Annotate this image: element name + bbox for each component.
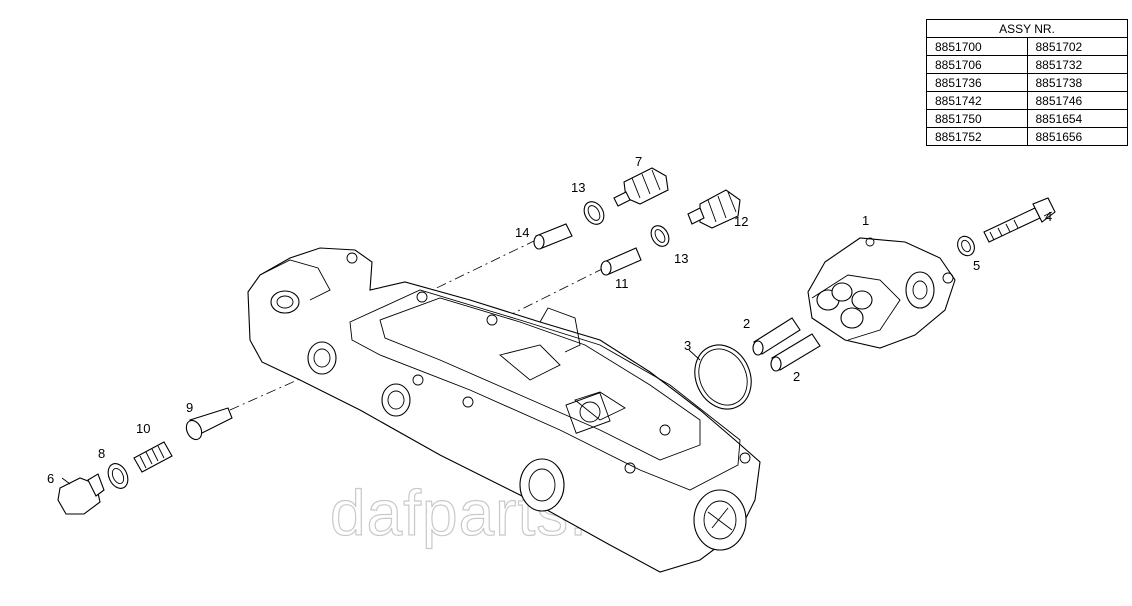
assy-number: 8851700 [926, 37, 1028, 56]
callout-14: 14 [515, 225, 529, 240]
assy-number: 8851656 [1026, 127, 1128, 146]
callout-labels: 1 2 2 3 4 5 6 7 8 9 10 11 12 13 13 14 [47, 154, 1052, 486]
assy-number: 8851738 [1026, 73, 1128, 92]
assy-number: 8851742 [926, 91, 1028, 110]
part-9-piston [185, 407, 233, 441]
callout-5: 5 [973, 258, 980, 273]
assy-number: 8851736 [926, 73, 1028, 92]
callout-6: 6 [47, 471, 54, 486]
callout-10: 10 [136, 421, 150, 436]
part-6-plug [57, 473, 105, 515]
callout-1: 1 [862, 213, 869, 228]
callout-11: 11 [615, 276, 629, 291]
callout-2a: 2 [743, 316, 750, 331]
part-13-ring-lower [650, 225, 670, 247]
assembly-number-table: ASSY NR. 8851700 8851702 8851706 8851732… [926, 19, 1128, 146]
callout-2b: 2 [793, 369, 800, 384]
table-row: 8851750 8851654 [926, 109, 1128, 128]
assy-table-header: ASSY NR. [926, 19, 1128, 38]
assy-number: 8851654 [1026, 109, 1128, 128]
part-8-ring [107, 463, 129, 489]
assy-number: 8851702 [1026, 37, 1128, 56]
assy-number: 8851750 [926, 109, 1028, 128]
part-7-valve [613, 167, 669, 207]
callout-7: 7 [635, 154, 642, 169]
part-11-pin [600, 247, 642, 276]
table-row: 8851706 8851732 [926, 55, 1128, 74]
table-row: 8851736 8851738 [926, 73, 1128, 92]
part-1-cover-block [807, 237, 956, 349]
valve-housing [247, 247, 761, 573]
assy-number: 8851752 [926, 127, 1028, 146]
assy-number: 8851746 [1026, 91, 1128, 110]
leader-lines [61, 211, 1053, 485]
part-14-pin [533, 223, 573, 250]
callout-13a: 13 [571, 180, 585, 195]
callout-8: 8 [98, 446, 105, 461]
part-5-washer [957, 235, 975, 257]
callout-4: 4 [1045, 209, 1052, 224]
part-13-ring-upper [583, 201, 605, 225]
part-10-spring [133, 441, 173, 473]
callout-3: 3 [684, 338, 691, 353]
callout-13b: 13 [674, 251, 688, 266]
part-3-o-ring [694, 344, 752, 410]
part-12-valve [687, 189, 741, 229]
callout-12: 12 [734, 214, 748, 229]
part-4-bolt [983, 197, 1056, 243]
assy-number: 8851732 [1026, 55, 1128, 74]
part-2-pins [752, 317, 821, 372]
assy-table-header-row: ASSY NR. [926, 19, 1128, 38]
table-row: 8851700 8851702 [926, 37, 1128, 56]
table-row: 8851752 8851656 [926, 127, 1128, 146]
table-row: 8851742 8851746 [926, 91, 1128, 110]
callout-9: 9 [186, 400, 193, 415]
assy-number: 8851706 [926, 55, 1028, 74]
